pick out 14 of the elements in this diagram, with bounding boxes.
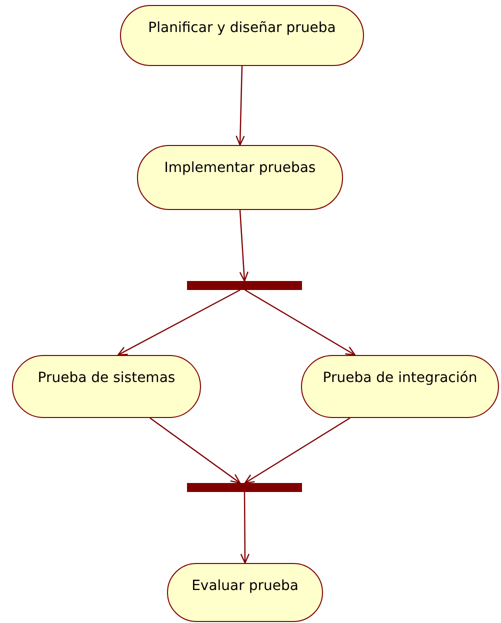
sync-bar xyxy=(187,483,302,492)
arrow xyxy=(244,418,350,484)
arrow xyxy=(150,418,241,484)
activity-label: Evaluar prueba xyxy=(192,578,298,594)
sync-bar xyxy=(187,281,302,290)
activity-label: Implementar pruebas xyxy=(164,160,316,176)
arrow xyxy=(117,289,240,356)
arrow xyxy=(240,492,250,564)
activity-label: Prueba de integración xyxy=(322,370,478,386)
arrow xyxy=(239,210,249,282)
activity-label: Planificar y diseñar prueba xyxy=(148,20,336,36)
arrow xyxy=(236,66,245,146)
activity-label: Prueba de sistemas xyxy=(38,370,176,386)
arrow xyxy=(244,289,356,356)
